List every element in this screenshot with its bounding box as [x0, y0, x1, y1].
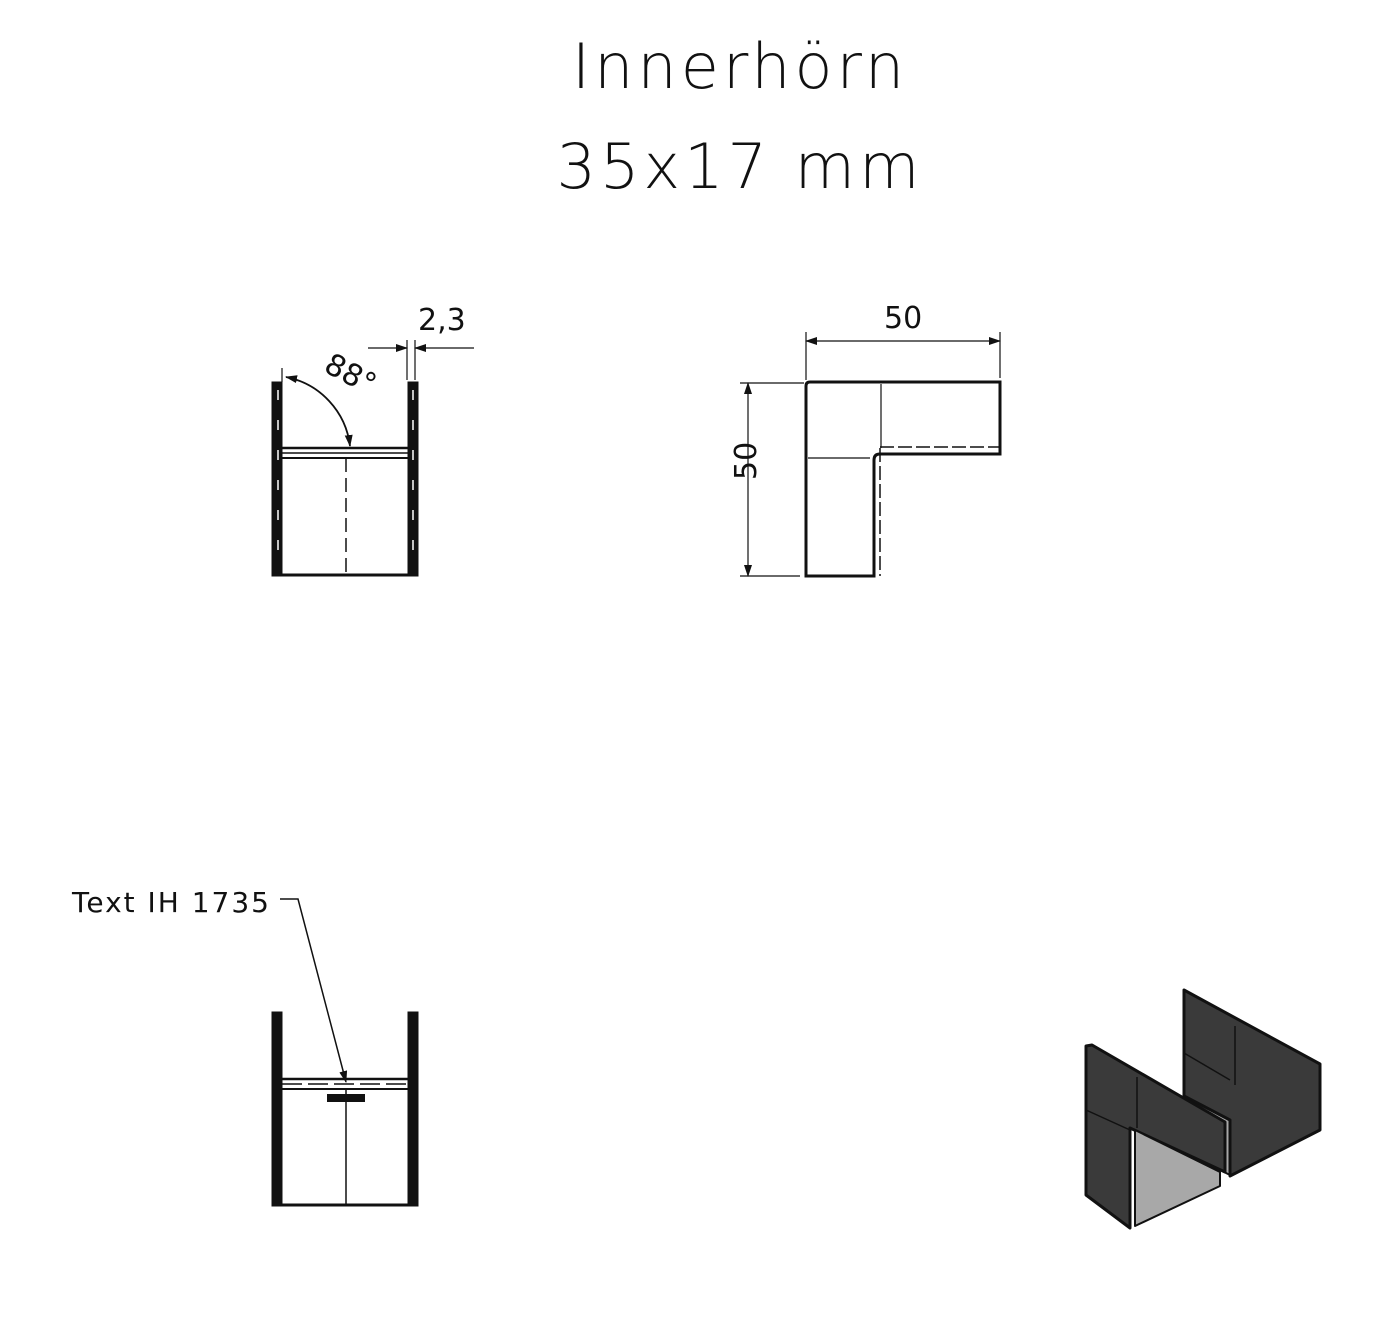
drawing-subtitle-size: 35x17 mm — [556, 130, 924, 203]
angle-dimension: 88° — [319, 347, 382, 403]
drawing-title: Innerhörn — [571, 30, 909, 103]
height-dimension: 50 — [729, 442, 764, 480]
front-view — [271, 340, 474, 577]
thickness-dimension: 2,3 — [418, 303, 466, 338]
bottom-view — [271, 898, 419, 1207]
isometric-view — [1084, 988, 1322, 1230]
top-view — [740, 332, 1002, 578]
width-dimension: 50 — [884, 301, 922, 336]
engraving-callout: Text IH 1735 — [71, 886, 271, 919]
